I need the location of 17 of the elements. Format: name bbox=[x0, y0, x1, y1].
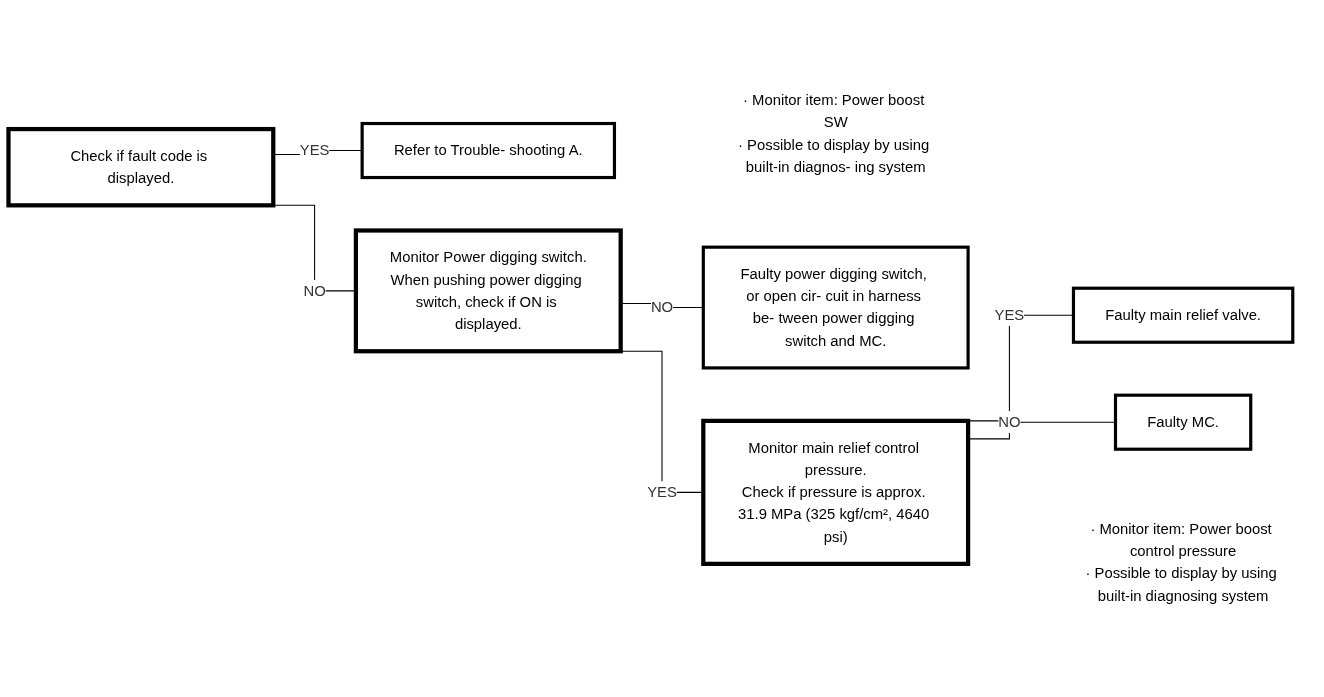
node-box: Faulty power digging switch, or open cir- cuit in harness be- tween power digging switch and MC. bbox=[701, 245, 970, 370]
node-label: · Possible to display by using built-in diagnosing system bbox=[1085, 564, 1277, 605]
node-box: Faulty main relief valve. bbox=[1071, 286, 1295, 345]
edge-label: YES bbox=[647, 483, 677, 501]
edge-label: NO bbox=[303, 282, 326, 300]
node-label: · Possible to display by using built-in diagnos- ing system bbox=[738, 136, 930, 176]
node-box: Faulty MC. bbox=[1113, 393, 1253, 452]
edge-label: NO bbox=[650, 298, 674, 316]
node-box: Check if fault code is displayed. bbox=[6, 127, 276, 208]
node-box: Monitor Power digging switch. When pushing power digging switch, check if ON is displayed. bbox=[353, 228, 623, 354]
node-box: Monitor main relief control pressure. Check if pressure is approx. 31.9 MPa (325 kgf/cm², 4640 psi) bbox=[701, 419, 971, 567]
node-label: · Monitor item: Power boost SW bbox=[743, 91, 925, 131]
edge-label: YES bbox=[994, 306, 1025, 324]
edge-label: NO bbox=[998, 413, 1021, 431]
node-box: Refer to Trouble- shooting A. bbox=[360, 122, 617, 180]
edge-label: YES bbox=[299, 141, 330, 159]
node-label: · Monitor item: Power boost control pressure bbox=[1090, 520, 1272, 560]
